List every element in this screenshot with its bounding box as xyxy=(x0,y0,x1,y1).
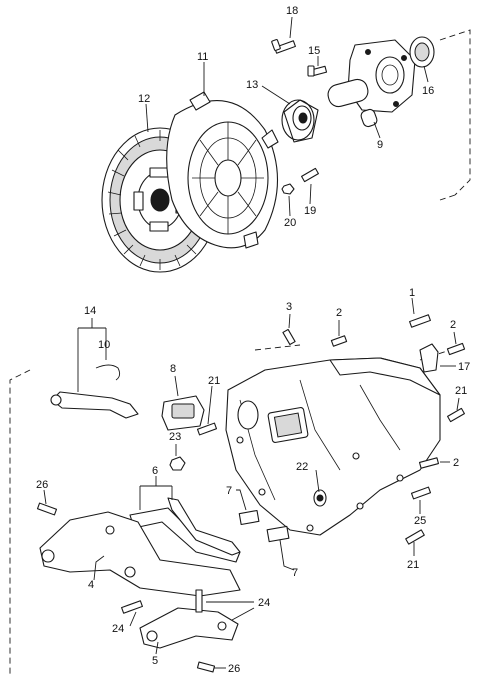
mount-bracket-8 xyxy=(161,395,205,431)
callout-26-top: 26 xyxy=(36,479,48,491)
pad-7-lower xyxy=(266,525,290,543)
lower-group-boundary-top xyxy=(254,344,301,351)
callout-7-lower: 7 xyxy=(292,567,298,579)
callout-25: 25 xyxy=(414,515,426,527)
callout-20: 20 xyxy=(284,217,296,229)
transmission-case xyxy=(225,357,441,536)
callout-12: 12 xyxy=(138,93,150,105)
lower-group-boundary-left xyxy=(9,369,31,675)
callout-2-side: 2 xyxy=(453,457,459,469)
callout-11: 11 xyxy=(197,51,208,63)
pad-7-upper xyxy=(238,509,260,526)
callout-24-left: 24 xyxy=(112,623,124,635)
leader-lines xyxy=(43,16,460,669)
callout-15: 15 xyxy=(308,45,320,57)
bolt-3 xyxy=(282,328,296,346)
bracket-17 xyxy=(419,343,439,373)
callout-22: 22 xyxy=(296,461,308,473)
oil-seal xyxy=(409,36,435,68)
bolt-26-top xyxy=(36,502,58,516)
nut-23 xyxy=(169,456,186,471)
bolt-25 xyxy=(410,486,432,500)
bolt-21-right xyxy=(447,407,465,423)
callout-17: 17 xyxy=(458,361,470,373)
spring-clip-10 xyxy=(95,364,121,381)
callout-labels: 18 15 11 13 12 16 9 20 19 14 10 3 2 1 2 … xyxy=(36,5,470,675)
upper-group-boundary-link xyxy=(439,194,456,201)
bolt-2-top xyxy=(330,335,348,347)
mount-plate-6 xyxy=(129,497,241,563)
callout-18: 18 xyxy=(286,5,298,17)
callout-14: 14 xyxy=(84,305,96,317)
bolt-2-right xyxy=(446,342,466,356)
callout-8: 8 xyxy=(170,363,176,375)
nut-20 xyxy=(281,183,295,195)
bolt-26-bottom xyxy=(196,661,216,673)
bolt-21-low xyxy=(405,529,425,545)
callout-21-low: 21 xyxy=(407,559,419,571)
damper-spring-3 xyxy=(149,221,169,232)
callout-16: 16 xyxy=(422,85,434,97)
bolt-15 xyxy=(307,65,328,77)
callout-5: 5 xyxy=(152,655,158,667)
mount-bracket-5 xyxy=(139,607,239,649)
callout-10: 10 xyxy=(98,339,110,351)
callout-24-right: 24 xyxy=(258,597,270,609)
bolt-1 xyxy=(409,314,431,328)
release-fork-14 xyxy=(50,391,139,419)
bolt-24-left xyxy=(121,600,143,614)
damper-spring-4 xyxy=(133,191,144,211)
bearing-retainer xyxy=(327,39,416,128)
callout-1: 1 xyxy=(409,287,415,299)
callout-26-bottom: 26 xyxy=(228,663,240,675)
callout-21-right: 21 xyxy=(455,385,467,397)
callout-9: 9 xyxy=(377,139,383,151)
callout-2-right: 2 xyxy=(450,319,456,331)
release-bearing xyxy=(281,99,319,143)
bolt-24-vert xyxy=(195,589,203,613)
callout-21-mid: 21 xyxy=(208,375,220,387)
bolt-19 xyxy=(301,167,319,183)
bolt-2-side xyxy=(418,457,440,469)
callout-19: 19 xyxy=(304,205,316,217)
callout-3: 3 xyxy=(286,301,292,313)
callout-13: 13 xyxy=(246,79,258,91)
callout-6: 6 xyxy=(152,465,158,477)
callout-7-upper: 7 xyxy=(226,485,232,497)
upper-group-boundary xyxy=(439,29,471,196)
bolt-18 xyxy=(271,39,296,54)
damper-spring-1 xyxy=(149,167,169,178)
mount-bracket-4 xyxy=(39,511,241,597)
callout-4: 4 xyxy=(88,579,94,591)
callout-23: 23 xyxy=(169,431,181,443)
callout-2-top: 2 xyxy=(336,307,342,319)
bolt-21-mid xyxy=(196,422,218,436)
drain-plug-22 xyxy=(316,494,324,502)
clutch-pressure-plate xyxy=(166,91,279,249)
